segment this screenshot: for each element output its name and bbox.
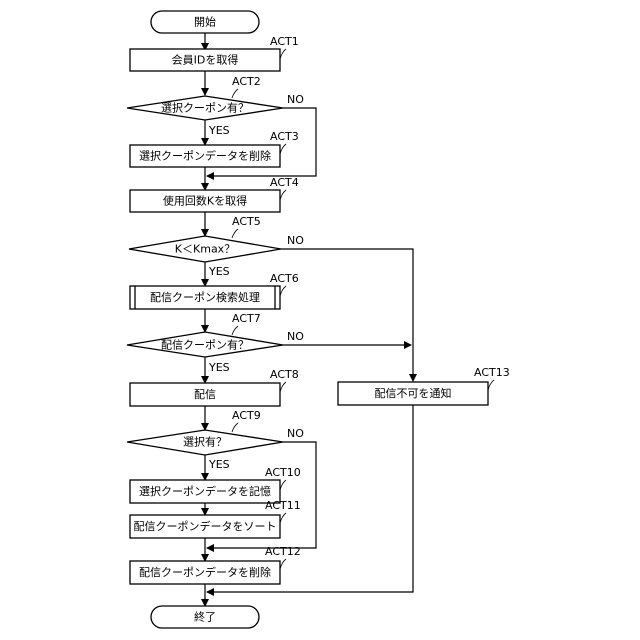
act7-number: ACT7 bbox=[232, 312, 261, 325]
act7-no-label: NO bbox=[287, 330, 304, 343]
act11-label: 配信クーポンデータをソート bbox=[134, 519, 277, 533]
act5-label: K＜Kmax？ bbox=[175, 243, 235, 256]
act12-label: 配信クーポンデータを削除 bbox=[139, 565, 271, 579]
act9-number: ACT9 bbox=[232, 409, 261, 422]
act9-yes-label: YES bbox=[208, 458, 230, 471]
act5-yes-label: YES bbox=[208, 265, 230, 278]
act2-no-label: NO bbox=[287, 93, 304, 106]
act7-yes-label: YES bbox=[208, 361, 230, 374]
act10-number: ACT10 bbox=[265, 466, 301, 479]
act5-number: ACT5 bbox=[232, 215, 261, 228]
act13-label: 配信不可を通知 bbox=[375, 386, 452, 400]
act7-label: 配信クーポン有？ bbox=[161, 338, 249, 352]
act3-number: ACT3 bbox=[270, 130, 299, 143]
act4-label: 使用回数Kを取得 bbox=[163, 195, 247, 208]
act8-number: ACT8 bbox=[270, 368, 299, 381]
act2-label: 選択クーポン有？ bbox=[161, 101, 249, 115]
act1-number: ACT1 bbox=[270, 35, 299, 48]
act11-number: ACT11 bbox=[265, 499, 301, 512]
act10-label: 選択クーポンデータを記憶 bbox=[139, 484, 271, 498]
act12-number: ACT12 bbox=[265, 545, 301, 558]
act4-number: ACT4 bbox=[270, 176, 299, 189]
act5-no-label: NO bbox=[287, 234, 304, 247]
act2-number: ACT2 bbox=[232, 75, 261, 88]
act8-label: 配信 bbox=[194, 388, 216, 401]
act6-label: 配信クーポン検索処理 bbox=[150, 290, 260, 304]
end-label: 終了 bbox=[194, 610, 216, 624]
act1-label: 会員IDを取得 bbox=[172, 54, 239, 67]
act6-number: ACT6 bbox=[270, 272, 299, 285]
start-label: 開始 bbox=[194, 15, 216, 29]
act9-no-label: NO bbox=[287, 427, 304, 440]
act2-yes-label: YES bbox=[208, 124, 230, 137]
act13-number: ACT13 bbox=[474, 366, 510, 379]
arrow-act5-no bbox=[281, 249, 413, 381]
act3-label: 選択クーポンデータを削除 bbox=[139, 149, 271, 163]
act9-label: 選択有？ bbox=[183, 435, 227, 449]
